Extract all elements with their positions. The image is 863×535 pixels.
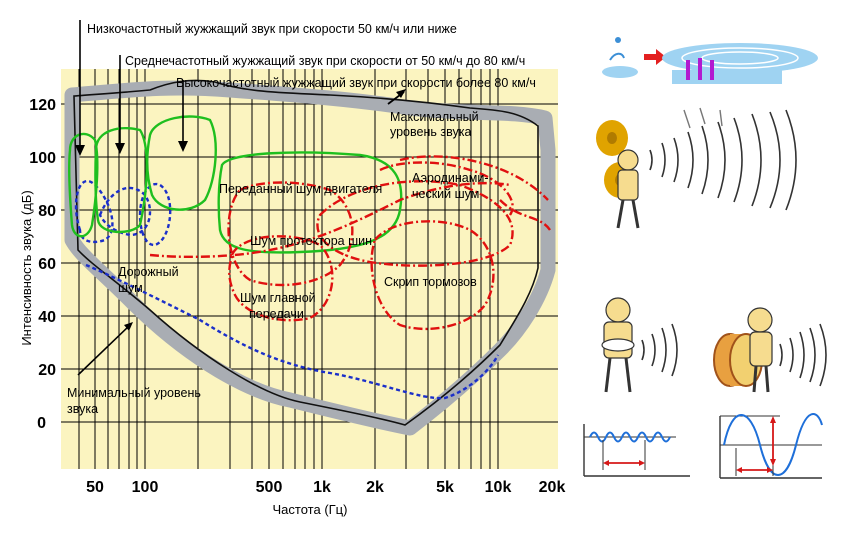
y-tick-40: 40 bbox=[38, 309, 56, 326]
water-drop-ripple-icon bbox=[602, 37, 818, 84]
road-noise-label-2: шум bbox=[118, 281, 143, 295]
aero-noise-label-2: ческий шум bbox=[412, 187, 479, 201]
hum-regions bbox=[67, 115, 403, 254]
x-tick-50: 50 bbox=[86, 479, 104, 496]
min-level-label-2: звука bbox=[67, 402, 98, 416]
x-tick-10k: 10k bbox=[485, 479, 512, 496]
cymbal-player-icon bbox=[596, 107, 797, 229]
brake-noise-label: Скрип тормозов bbox=[384, 275, 477, 289]
road-noise-curves bbox=[74, 179, 500, 400]
x-axis-label: Частота (Гц) bbox=[273, 502, 348, 517]
low-frequency-wave-icon bbox=[719, 413, 823, 479]
x-tick-5k: 5k bbox=[436, 479, 454, 496]
aero-noise-label-1: Аэродинами- bbox=[412, 171, 489, 185]
gear-noise-label-1: Шум главной bbox=[240, 291, 316, 305]
mid-hum-label: Среднечастотный жужжащий звук при скорос… bbox=[125, 54, 525, 68]
high-frequency-wave-icon bbox=[583, 424, 690, 477]
x-tick-20k: 20k bbox=[539, 479, 566, 496]
x-tick-100: 100 bbox=[132, 479, 159, 496]
hearing-range-band bbox=[64, 80, 556, 436]
engine-noise-label: Переданный шум двигателя bbox=[219, 182, 382, 196]
y-tick-0: 0 bbox=[37, 415, 46, 432]
small-drum-player-icon bbox=[601, 297, 678, 393]
y-tick-labels: 120 100 80 60 40 20 0 bbox=[29, 97, 56, 432]
mechanical-noise-regions bbox=[149, 155, 551, 331]
gear-noise-label-2: передачи bbox=[249, 307, 304, 321]
road-noise-label-1: Дорожный bbox=[118, 265, 179, 279]
max-level-label-1: Максимальный bbox=[390, 110, 479, 124]
tire-noise-label: Шум протектора шин bbox=[250, 234, 372, 248]
chart-panel: 120 100 80 60 40 20 0 50 100 500 1k 2k 5… bbox=[19, 20, 565, 517]
low-hum-label: Низкочастотный жужжащий звук при скорост… bbox=[87, 22, 457, 36]
x-tick-1k: 1k bbox=[313, 479, 331, 496]
x-tick-2k: 2k bbox=[366, 479, 384, 496]
min-level-label-1: Минимальный уровень bbox=[67, 386, 201, 400]
region-labels: Максимальный уровень звука Переданный шу… bbox=[67, 89, 489, 416]
y-tick-20: 20 bbox=[38, 362, 56, 379]
y-tick-120: 120 bbox=[29, 97, 56, 114]
y-tick-60: 60 bbox=[38, 256, 56, 273]
hum-annotations: Низкочастотный жужжащий звук при скорост… bbox=[75, 20, 536, 156]
y-tick-100: 100 bbox=[29, 150, 56, 167]
max-level-line bbox=[73, 79, 539, 426]
x-tick-labels: 50 100 500 1k 2k 5k 10k 20k bbox=[86, 479, 565, 496]
high-hum-label: Высокочастотный жужжащий звук при скорос… bbox=[176, 76, 536, 90]
max-level-label-2: уровень звука bbox=[390, 125, 471, 139]
y-tick-80: 80 bbox=[38, 203, 56, 220]
bass-drum-player-icon bbox=[713, 307, 827, 393]
y-axis-label: Интенсивность звука (дБ) bbox=[19, 190, 34, 345]
x-tick-500: 500 bbox=[256, 479, 283, 496]
